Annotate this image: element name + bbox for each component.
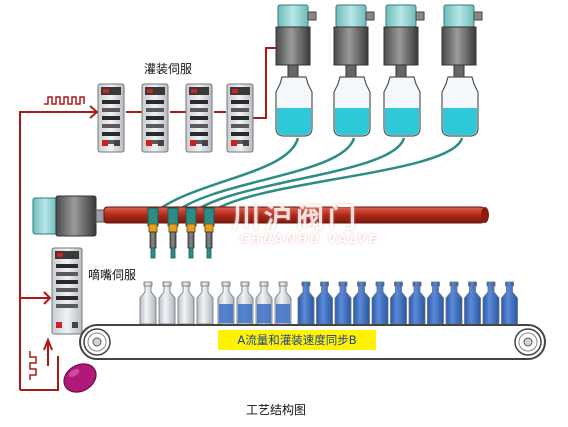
nozzle-2 <box>167 207 179 259</box>
bottle-full-7 <box>408 281 426 325</box>
rail-end-cap <box>481 207 489 223</box>
nozzle-1 <box>147 207 159 259</box>
filling-drive-4 <box>226 83 254 153</box>
bottle-full-4 <box>353 281 370 325</box>
filling-head-2 <box>333 4 375 137</box>
nozzle-drive-unit <box>51 247 83 335</box>
motor-body <box>55 195 97 237</box>
nozzle-servo-label: 嘀嘴伺服 <box>88 268 137 282</box>
arrow-head-right <box>89 105 99 119</box>
sync-note: A流量和灌装速度同步B <box>218 330 376 350</box>
watermark-en: CHUANHU VALVE <box>240 232 379 246</box>
bottle-full-2 <box>316 281 333 325</box>
watermark-cn: 川沪阀门 <box>232 201 361 234</box>
bottle-empty-2 <box>158 281 176 325</box>
filling-drive-3 <box>185 83 213 153</box>
feed-tube-1 <box>152 137 300 215</box>
bottle-full-6 <box>390 281 407 325</box>
feed-tube-4 <box>208 137 464 215</box>
signal-line-to-heads <box>248 47 280 119</box>
bottle-full-1 <box>297 281 315 325</box>
bottle-empty-1 <box>139 281 157 325</box>
bottle-full-11 <box>482 281 500 325</box>
bottle-full-12 <box>501 281 518 325</box>
filling-drive-1 <box>97 83 125 153</box>
bottle-full-3 <box>334 281 352 325</box>
signal-line-lower <box>20 356 59 391</box>
bottle-full-10 <box>464 281 481 325</box>
conveyor-motor <box>63 363 97 393</box>
bottle-empty-4 <box>196 281 214 325</box>
bottle-full-8 <box>427 281 444 325</box>
pulse-signal-icon-lower <box>29 351 37 380</box>
arrow-head-nozzle <box>43 291 52 305</box>
feed-tube-3 <box>190 137 406 215</box>
feed-tube-2 <box>172 137 356 215</box>
filling-heads <box>275 4 483 137</box>
nozzle-motor <box>32 195 111 237</box>
nozzle-servo-drive <box>51 247 83 335</box>
filling-head-1 <box>275 4 317 137</box>
bottle-empty-3 <box>177 281 195 325</box>
feed-tubes <box>152 137 464 215</box>
signal-lines <box>19 47 280 391</box>
nozzle-4 <box>203 207 215 259</box>
bottle-full-5 <box>371 281 389 325</box>
pulse-signal-icon <box>44 96 85 105</box>
bottle-full-9 <box>445 281 463 325</box>
motor-encoder-box <box>32 197 58 235</box>
filling-head-3 <box>383 4 425 137</box>
filling-drive-2 <box>141 83 169 153</box>
filling-servo-drives <box>97 83 254 153</box>
filling-servo-label: 灌装伺服 <box>144 62 193 76</box>
nozzle-3 <box>185 207 197 259</box>
bottles <box>139 281 518 325</box>
nozzles <box>147 207 215 259</box>
diagram-caption: 工艺结构图 <box>246 403 307 417</box>
filling-head-4 <box>441 4 483 137</box>
